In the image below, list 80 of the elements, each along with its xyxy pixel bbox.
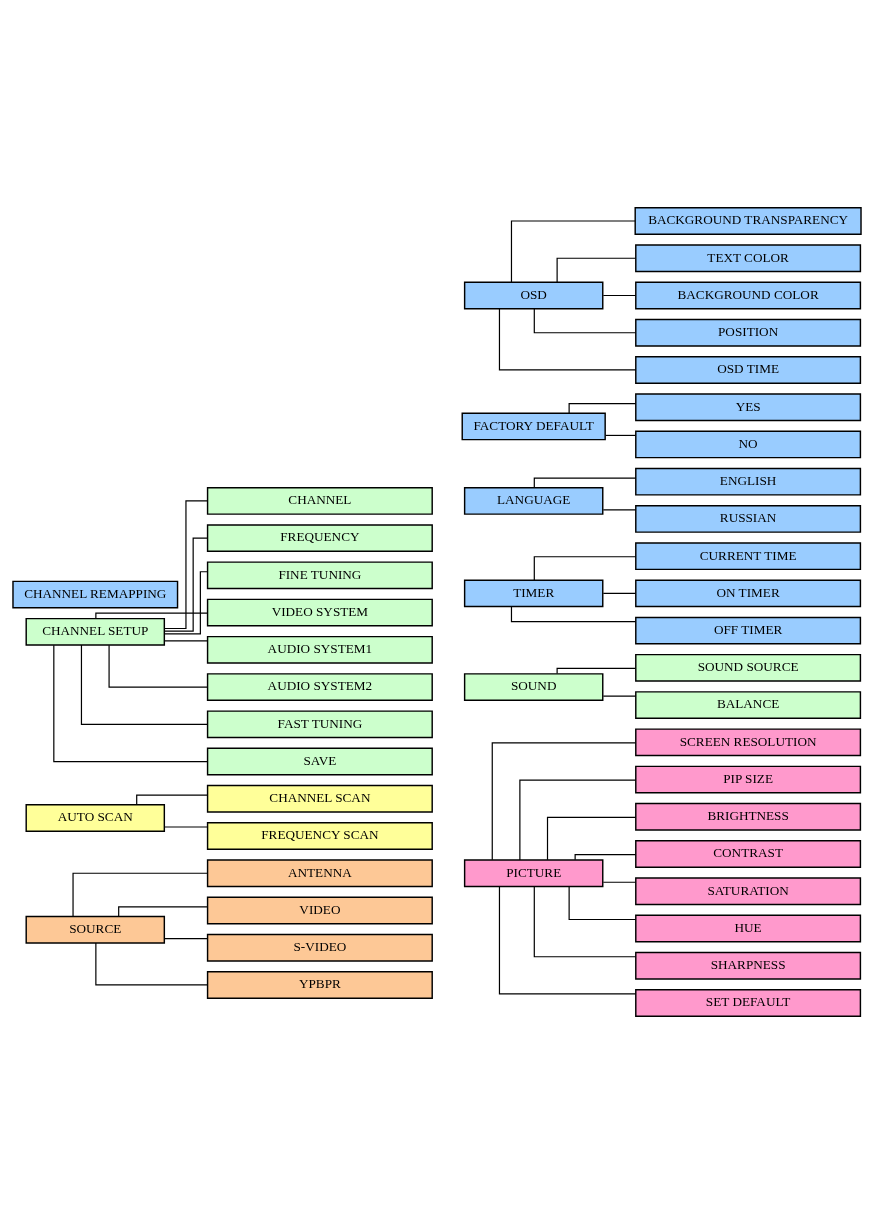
node-box: AUTO SCAN bbox=[25, 804, 166, 832]
connector bbox=[605, 434, 637, 437]
connector bbox=[510, 220, 636, 283]
connector bbox=[136, 794, 209, 806]
connector bbox=[163, 826, 209, 828]
node-box: NO bbox=[635, 430, 862, 459]
node-box: RUSSIAN bbox=[635, 504, 862, 533]
node-box: BRIGHTNESS bbox=[635, 802, 862, 831]
connector bbox=[568, 403, 637, 414]
connector bbox=[533, 308, 637, 334]
node-box: TIMER bbox=[463, 579, 604, 608]
connector bbox=[533, 477, 637, 488]
node-box: OSD TIME bbox=[635, 356, 862, 384]
node-box: ENGLISH bbox=[635, 467, 862, 496]
node-box: FREQUENCY bbox=[206, 524, 433, 553]
node-box: SCREEN RESOLUTION bbox=[635, 728, 862, 757]
node-box: BALANCE bbox=[635, 691, 862, 719]
connector bbox=[163, 640, 209, 642]
connector bbox=[53, 644, 209, 763]
node-box: VIDEO bbox=[206, 896, 433, 925]
connector bbox=[602, 509, 637, 511]
node-box: SOUND SOURCE bbox=[635, 653, 862, 682]
node-box: VIDEO SYSTEM bbox=[206, 598, 433, 627]
connector bbox=[602, 592, 637, 594]
node-box: SATURATION bbox=[635, 877, 862, 906]
connector bbox=[108, 644, 208, 688]
node-box: OSD bbox=[463, 281, 604, 310]
node-box: BACKGROUND COLOR bbox=[635, 281, 862, 310]
connector bbox=[519, 779, 637, 861]
connector bbox=[498, 886, 637, 995]
connector bbox=[80, 644, 208, 725]
node-box: SET DEFAULT bbox=[635, 989, 862, 1017]
node-box: CURRENT TIME bbox=[635, 542, 862, 571]
connector bbox=[72, 872, 208, 917]
connector bbox=[602, 881, 637, 883]
node-box: ANTENNA bbox=[206, 859, 433, 888]
node-box: CONTRAST bbox=[635, 840, 862, 868]
node-box: YPBPR bbox=[206, 971, 433, 999]
connector bbox=[491, 742, 637, 861]
node-box: AUDIO SYSTEM2 bbox=[206, 673, 433, 701]
connector bbox=[602, 294, 637, 297]
node-box: HUE bbox=[635, 914, 862, 943]
node-box: BACKGROUND TRANSPARENCY bbox=[634, 207, 862, 235]
connector bbox=[568, 886, 637, 921]
node-box: POSITION bbox=[635, 318, 862, 347]
connector bbox=[546, 816, 637, 861]
node-box: SOUND bbox=[463, 673, 604, 701]
node-box: CHANNEL REMAPPING bbox=[12, 580, 179, 609]
connector bbox=[95, 942, 209, 986]
node-box: FACTORY DEFAULT bbox=[461, 412, 606, 441]
connector bbox=[602, 695, 637, 697]
connector bbox=[163, 938, 209, 940]
node-box: LANGUAGE bbox=[463, 486, 604, 515]
node-box: CHANNEL SCAN bbox=[206, 784, 433, 813]
node-box: YES bbox=[635, 393, 862, 422]
node-box: CHANNEL bbox=[206, 486, 433, 515]
node-box: TEXT COLOR bbox=[635, 244, 862, 273]
connector bbox=[498, 308, 637, 371]
connector bbox=[556, 257, 636, 283]
node-box: CHANNEL SETUP bbox=[25, 617, 166, 646]
node-box: SHARPNESS bbox=[635, 951, 862, 980]
connector bbox=[164, 537, 208, 632]
connector bbox=[574, 854, 637, 861]
node-box: FAST TUNING bbox=[206, 710, 433, 739]
connector bbox=[164, 571, 209, 635]
connector bbox=[163, 500, 209, 630]
node-box: PICTURE bbox=[463, 859, 604, 888]
connector bbox=[533, 886, 637, 958]
node-box: S-VIDEO bbox=[206, 933, 433, 962]
node-box: SOURCE bbox=[25, 915, 166, 944]
node-box: SAVE bbox=[206, 747, 433, 776]
node-box: FREQUENCY SCAN bbox=[206, 822, 433, 850]
connector bbox=[533, 556, 637, 581]
node-box: AUDIO SYSTEM1 bbox=[206, 635, 433, 664]
node-box: PIP SIZE bbox=[635, 765, 862, 794]
connector bbox=[118, 906, 209, 917]
node-box: OFF TIMER bbox=[635, 616, 862, 645]
connector bbox=[556, 667, 636, 675]
node-box: ON TIMER bbox=[635, 579, 862, 608]
node-box: FINE TUNING bbox=[206, 561, 433, 590]
